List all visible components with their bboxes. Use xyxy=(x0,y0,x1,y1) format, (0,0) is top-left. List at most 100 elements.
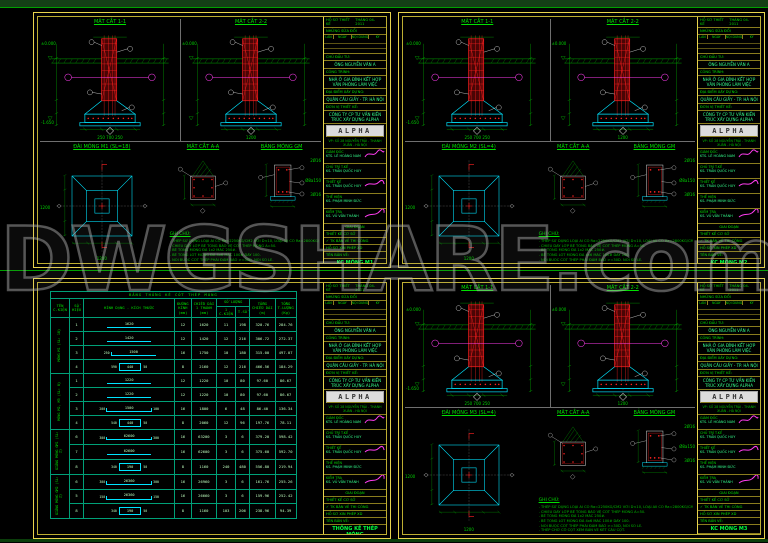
diameter-cell: 8 xyxy=(174,359,192,375)
total-weight-cell: 284.76 xyxy=(274,317,297,333)
dossier-label: HỒ SƠ THIẾT KẾ xyxy=(326,18,350,26)
qty-total-cell: 480 xyxy=(234,459,251,475)
section-1-1: MẶT CẮT 1-1 ±0.000 -1.650 250 700 250 xyxy=(405,19,550,141)
consultant-label: ĐƠN VỊ THIẾT KẾ: xyxy=(698,370,760,377)
detail-b: BẢNG MÓNG GM 2Ø16 Ø8a150 3Ø16 xyxy=(614,408,695,484)
location-label: ĐỊA ĐIỂM XÂY DỰNG: xyxy=(324,89,386,96)
revision-table-header: LẦN NGÀY NỘI DUNG SỬA ĐỔI KÝ xyxy=(698,301,760,305)
consultant-address: VP: SỐ 28 NGUYỄN TRÃI - THANH XUÂN - HÀ … xyxy=(698,138,760,149)
general-notes: GHI CHÚ: THÉP SỬ DỤNG LOẠI AI CÓ Ra=2250… xyxy=(533,484,695,532)
sig-role: CHỦ TRÌ T.KẾ xyxy=(700,165,723,169)
sig-name: KS. VŨ VĂN THÀNH xyxy=(326,214,359,218)
plan-dim-side-label: 1200 xyxy=(405,205,416,210)
plan-dim-label: 1200 xyxy=(96,256,107,261)
stage-option-2: ✓ TK BẢN VẼ THI CÔNG xyxy=(324,238,386,245)
diameter-cell: 12 xyxy=(174,387,192,403)
detail-a-title: MẶT CẮT A-A xyxy=(186,144,220,150)
foundation-section-svg xyxy=(43,32,177,136)
consultant-label: ĐƠN VỊ THIẾT KẾ: xyxy=(698,104,760,111)
sig-role: GIÁM ĐỐC xyxy=(700,416,718,420)
title-block: HỒ SƠ THIẾT KẾ THÁNG 04-2011 NHỮNG SỬA Đ… xyxy=(697,283,760,534)
length-cell: 1750 xyxy=(190,345,218,361)
alpha-logo: ALPHA xyxy=(700,391,758,403)
rev-col-lan: LẦN xyxy=(325,35,332,39)
details-row: MẶT CẮT A-A BẢNG MÓNG GM 2Ø16 Ø8a150 3Ø1… xyxy=(533,408,695,484)
revision-empty-row xyxy=(324,315,386,319)
qty-per-member-cell: 103 xyxy=(216,503,236,520)
sig-name: KS. PHẠM MINH ĐỨC xyxy=(326,199,362,203)
sig-name: KS. PHẠM MINH ĐỨC xyxy=(326,465,362,469)
qty-per-member-cell: 12 xyxy=(216,415,236,431)
stirrup-label: Ø8a150 xyxy=(679,444,695,449)
drawing-area: MẶT CẮT 1-1 ±0.000 -1.650 250 700 250 MẶ… xyxy=(403,283,697,534)
bar-number-cell: 7 xyxy=(68,444,85,460)
details-row: MẶT CẮT A-A BẢNG MÓNG GM 2Ø16 Ø8a150 3Ø1… xyxy=(533,142,695,218)
detail-a: MẶT CẮT A-A xyxy=(164,142,243,218)
signature-row-drafter: THỂ HIỆN KS. PHẠM MINH ĐỨC xyxy=(324,194,386,209)
qty-per-member-cell: 10 xyxy=(216,373,236,389)
length-cell: 63200 xyxy=(190,429,218,446)
bottom-dims-label: 250 700 250 xyxy=(464,135,490,140)
group-label-cell: GIẰNG MÓNG GM1 (SL: 2) xyxy=(50,429,70,475)
length-cell: 1800 xyxy=(190,401,218,417)
issue-date: THÁNG 04-2011 xyxy=(355,284,376,292)
rebar-bottom-label: 3Ø16 xyxy=(310,192,321,197)
consultant-address: VP: SỐ 28 NGUYỄN TRÃI - THANH XUÂN - HÀ … xyxy=(698,404,760,415)
col-header-q1: 1 C.KIỆN xyxy=(216,305,236,319)
sig-name: KS. TRẦN QUỐC HUY xyxy=(326,169,362,173)
column-section-svg xyxy=(542,154,604,216)
sig-name: KS. VŨ VĂN THÀNH xyxy=(700,214,733,218)
bar-number-cell: 3 xyxy=(68,345,85,361)
note-line: THÉP SỬ DỤNG LOẠI AI CÓ Ra=2250KG/CM2 VỚ… xyxy=(539,505,693,510)
lower-row: ĐÀI MÓNG M1 (SL=18) 1200 1200 MẶT CẮT A-… xyxy=(40,142,321,261)
drawing-name: THỐNG KÊ THÉP MÓNG xyxy=(324,525,386,534)
section-1-1-drawing: ±0.000 -1.650 250 700 250 xyxy=(405,26,550,141)
total-length-cell: 375.60 xyxy=(249,444,276,460)
investor-value: ÔNG NGUYỄN VĂN A xyxy=(698,61,760,69)
details-and-notes: MẶT CẮT A-A BẢNG MÓNG GM 2Ø16 Ø8a150 3Ø1… xyxy=(533,142,695,261)
drawing-name-label: TÊN BẢN VẼ: xyxy=(324,518,386,525)
stage-option-3: HỒ SƠ XIN PHÉP XD xyxy=(698,245,760,252)
signature-row-designer: THIẾT KẾ KS. TRẦN QUỐC HUY xyxy=(324,445,386,460)
general-notes: GHI CHÚ: THÉP SỬ DỤNG LOẠI AI CÓ Ra=2250… xyxy=(533,218,695,261)
rev-col-lan: LẦN xyxy=(699,35,706,39)
lower-row: ĐÀI MÓNG M2 (SL=4) 1200 1200 MẶT CẮT A-A… xyxy=(405,142,695,261)
note-line: BÊ TÔNG MÓNG ĐÁ 1x2 MÁC 250#. xyxy=(539,514,693,519)
sig-role: THỂ HIỆN xyxy=(326,195,343,199)
qty-total-cell: 198 xyxy=(234,317,251,333)
drawing-area: MẶT CẮT 1-1 ±0.000 -1.650 250 700 250 MẶ… xyxy=(38,17,323,263)
middle-green-line xyxy=(0,270,768,271)
location-label: ĐỊA ĐIỂM XÂY DỰNG: xyxy=(324,355,386,362)
foundation-plan-svg xyxy=(52,156,152,256)
notes-list: THÉP SỬ DỤNG LOẠI AI CÓ Ra=2250KG/CM2 VỚ… xyxy=(170,239,319,261)
col-header-len: CHIỀU DÀI 1 THANH (mm) xyxy=(190,298,218,319)
bar-number-cell: 4 xyxy=(68,359,85,375)
plan-title: ĐÀI MÓNG M3 (SL=4) xyxy=(441,410,496,416)
qty-total-cell: 96 xyxy=(234,415,251,431)
sig-role: KIỂM TRA xyxy=(700,476,716,480)
sig-role: CHỦ TRÌ T.KẾ xyxy=(326,431,349,435)
diameter-cell: 16 xyxy=(174,429,192,446)
bar-shape-cell: 62600 xyxy=(83,444,176,460)
drawing-name: KC MÓNG M1 xyxy=(324,259,386,263)
detail-a-drawing xyxy=(533,151,614,218)
sig-role: GIÁM ĐỐC xyxy=(326,416,344,420)
signature-scribble xyxy=(738,475,759,484)
dossier-label: HỒ SƠ THIẾT KẾ xyxy=(700,284,724,292)
title-block: HỒ SƠ THIẾT KẾ THÁNG 04-2011 NHỮNG SỬA Đ… xyxy=(323,283,386,534)
sig-role: THIẾT KẾ xyxy=(700,180,716,184)
foundation-section-svg xyxy=(556,32,690,136)
consultant-address: VP: SỐ 28 NGUYỄN TRÃI - THANH XUÂN - HÀ … xyxy=(324,404,386,415)
steel-schedule-table: BẢNG THỐNG KÊ CỐT THÉP MÓNG TÊN C.KIỆN S… xyxy=(50,290,297,520)
col-header-qty: SỐ LƯỢNG xyxy=(216,298,251,307)
level-bottom-label: -1.650 xyxy=(406,120,419,125)
qty-total-cell: 6 xyxy=(234,429,251,446)
general-notes: GHI CHÚ: THÉP SỬ DỤNG LOẠI AI CÓ Ra=2250… xyxy=(164,218,321,261)
